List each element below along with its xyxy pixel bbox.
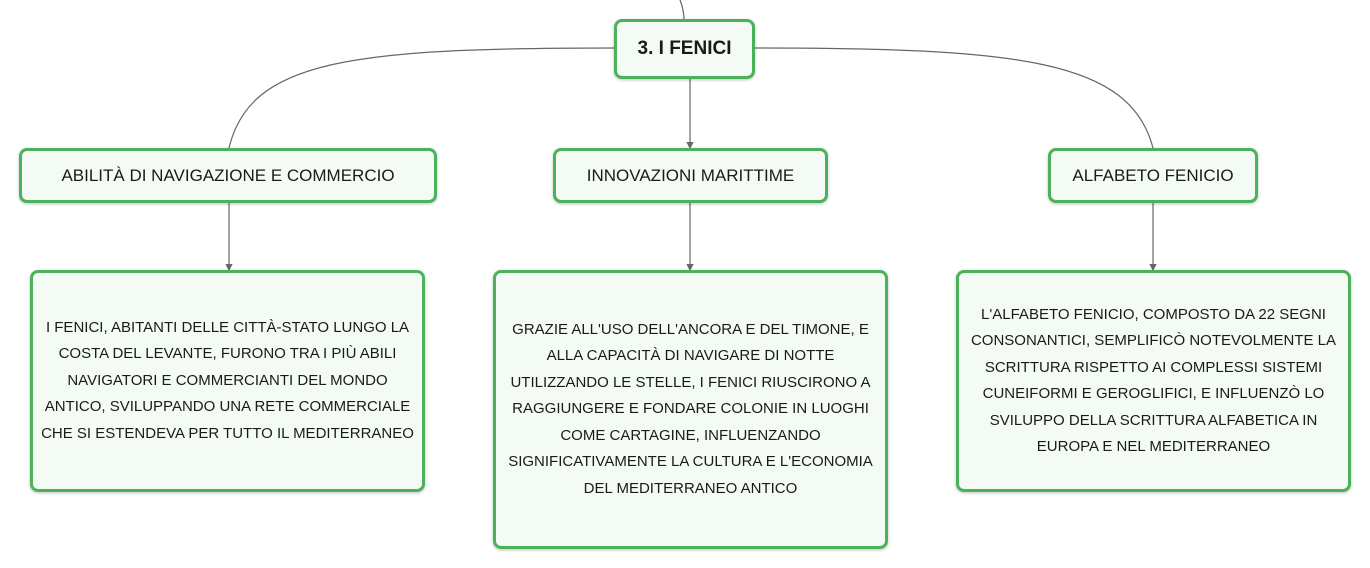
detail-text: I FENICI, ABITANTI DELLE CITTÀ-STATO LUN… [41, 318, 414, 442]
branch-label: ABILITÀ DI NAVIGAZIONE E COMMERCIO [61, 165, 395, 185]
root-node[interactable]: 3. I FENICI [614, 19, 755, 79]
branch-node-maritime[interactable]: INNOVAZIONI MARITTIME [553, 148, 828, 203]
branch-node-navigation[interactable]: ABILITÀ DI NAVIGAZIONE E COMMERCIO [19, 148, 437, 203]
incoming-connector [679, 0, 685, 21]
branch-label: INNOVAZIONI MARITTIME [586, 165, 795, 185]
detail-text: GRAZIE ALL'USO DELL'ANCORA E DEL TIMONE,… [508, 320, 873, 497]
connector-root-branch-3 [754, 47, 1154, 149]
detail-node-navigation[interactable]: I FENICI, ABITANTI DELLE CITTÀ-STATO LUN… [30, 270, 425, 492]
branch-node-alphabet[interactable]: ALFABETO FENICIO [1048, 148, 1258, 203]
detail-node-alphabet[interactable]: L'ALFABETO FENICIO, COMPOSTO DA 22 SEGNI… [956, 270, 1351, 492]
root-label: 3. I FENICI [637, 38, 732, 59]
detail-text: L'ALFABETO FENICIO, COMPOSTO DA 22 SEGNI… [970, 305, 1337, 456]
detail-node-maritime[interactable]: GRAZIE ALL'USO DELL'ANCORA E DEL TIMONE,… [493, 270, 888, 549]
branch-label: ALFABETO FENICIO [1072, 165, 1234, 185]
connector-root-branch-1 [228, 47, 616, 149]
